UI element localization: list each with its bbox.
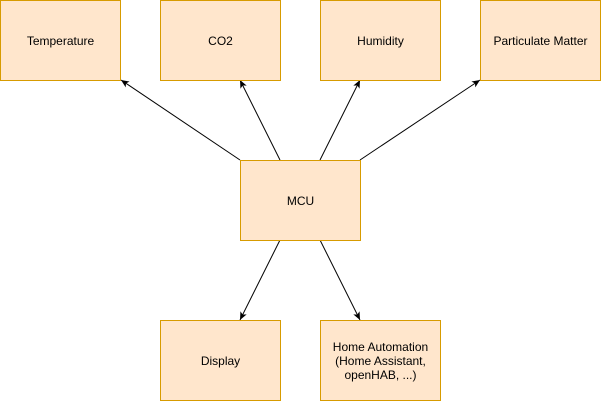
edge-mcu-to-temperature	[120, 79, 241, 161]
node-humidity-label: Humidity	[357, 33, 404, 48]
edge-mcu-to-co2	[239, 79, 281, 161]
node-particulate-matter-label: Particulate Matter	[493, 33, 588, 48]
edge-mcu-to-particulate-matter	[359, 79, 481, 161]
edge-mcu-to-home-automation	[319, 239, 361, 321]
node-temperature[interactable]: Temperature	[0, 0, 121, 81]
node-display-label: Display	[200, 353, 241, 368]
node-home-automation-label: Home Automation (Home Assistant, openHAB…	[332, 339, 429, 382]
node-co2[interactable]: CO2	[160, 0, 281, 81]
node-temperature-label: Temperature	[26, 33, 95, 48]
node-particulate-matter[interactable]: Particulate Matter	[480, 0, 601, 81]
node-mcu[interactable]: MCU	[240, 160, 361, 241]
node-display[interactable]: Display	[160, 320, 281, 401]
node-home-automation[interactable]: Home Automation (Home Assistant, openHAB…	[320, 320, 441, 401]
node-humidity[interactable]: Humidity	[320, 0, 441, 81]
node-mcu-label: MCU	[286, 193, 315, 208]
edge-mcu-to-display	[239, 239, 281, 321]
node-co2-label: CO2	[208, 33, 233, 48]
edge-mcu-to-humidity	[319, 79, 361, 161]
